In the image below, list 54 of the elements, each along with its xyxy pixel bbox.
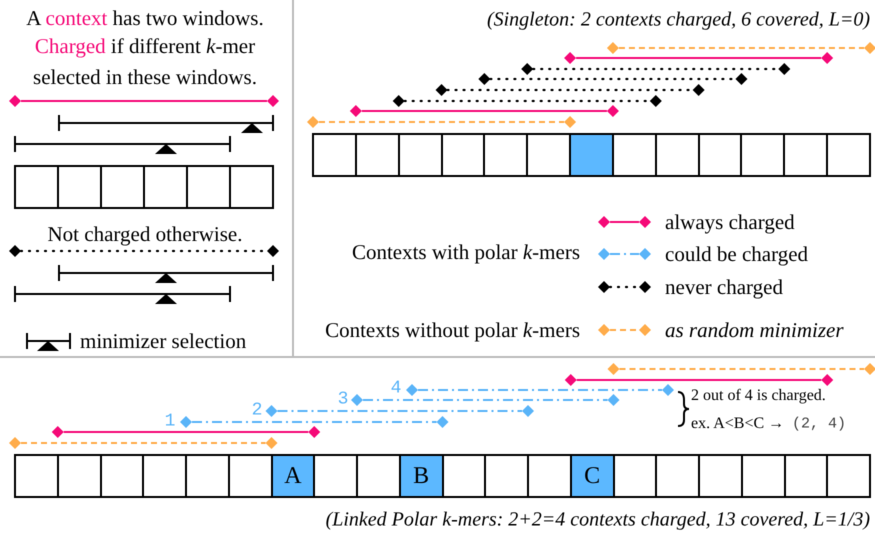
- sequence-cell: [783, 133, 828, 177]
- note-text: A context has two windows.: [26, 6, 264, 30]
- sequence-cell: [100, 454, 144, 498]
- row-label: Contexts with polar k-mers: [352, 240, 580, 264]
- sequence-cell: [740, 133, 786, 177]
- sequence-cell: [569, 133, 614, 177]
- key-text: minimizer selection: [80, 328, 246, 354]
- sequence-cell: [14, 454, 59, 498]
- index-number: 2: [252, 400, 262, 422]
- sequence-cell: [142, 454, 187, 498]
- panel-caption: (Linked Polar k-mers: 2+2=4 contexts charged, 13 covered, L=1/3): [326, 508, 870, 532]
- sequence-cell: [483, 133, 528, 177]
- sequence-cell: [784, 454, 828, 498]
- legend-label: as random minimizer: [665, 318, 844, 342]
- sequence-cell: [484, 454, 529, 498]
- note-text: 2 out of 4 is charged.: [691, 386, 826, 406]
- sequence-cell: B: [398, 454, 444, 498]
- sequence-cell: [440, 133, 486, 177]
- code-text: (2, 4): [792, 415, 846, 433]
- sequence-cell: [698, 133, 742, 177]
- sequence-cell: [655, 454, 700, 498]
- sequence-cell: [398, 133, 443, 177]
- sequence-cell: [14, 165, 59, 209]
- legend-label: never charged: [665, 274, 783, 300]
- sequence-cell: [698, 454, 743, 498]
- index-number: 1: [164, 412, 176, 432]
- note-text: ex. A<B<C →: [691, 414, 784, 434]
- sequence-cell: [654, 133, 700, 177]
- sequence-cell: [826, 454, 871, 498]
- legend-label: always charged: [665, 210, 795, 234]
- sequence-cell: [740, 454, 786, 498]
- sequence-cell: [57, 165, 102, 209]
- index-number: 4: [390, 378, 402, 400]
- panel-caption: (Singleton: 2 contexts charged, 6 covered, L=0): [486, 8, 870, 32]
- note-text: Not charged otherwise.: [48, 222, 242, 246]
- sequence-cell: [185, 454, 230, 498]
- sequence-cell: [229, 165, 274, 209]
- row-label: Contexts without polar k-mers: [325, 318, 580, 342]
- legend-label: could be charged: [665, 242, 808, 266]
- sequence-cell: [826, 133, 871, 177]
- sequence-cell: [354, 133, 400, 177]
- sequence-cell: [100, 165, 145, 209]
- sequence-cell: [612, 133, 657, 177]
- sequence-cell: [442, 454, 486, 498]
- sequence-cell: A: [270, 454, 316, 498]
- sequence-cell: [612, 454, 658, 498]
- note-text: Charged if different k-mer selected in these windows.: [32, 33, 258, 91]
- sequence-cell: [186, 165, 231, 209]
- sequence-cell: [312, 133, 357, 177]
- sequence-cell: [143, 165, 188, 209]
- sequence-cell: [56, 454, 102, 498]
- sequence-cell: C: [570, 454, 614, 498]
- sequence-cell: [313, 454, 358, 498]
- index-number: 3: [338, 390, 348, 410]
